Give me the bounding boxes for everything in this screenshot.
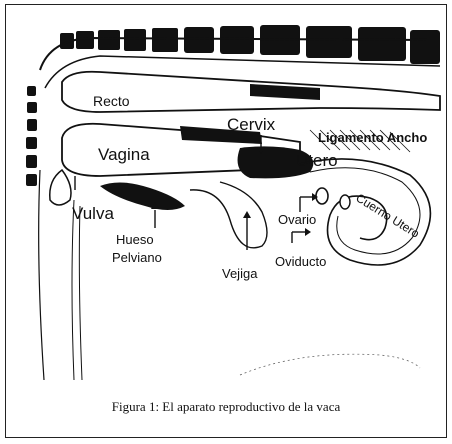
label-utero: Utero	[296, 151, 338, 170]
label-ligamento-ancho: Ligamento Ancho	[318, 130, 427, 145]
label-vejiga: Vejiga	[222, 266, 258, 281]
spine	[60, 25, 440, 64]
label-cuerno-utero: Cuerno Utero	[353, 191, 422, 241]
label-cervix: Cervix	[227, 115, 276, 134]
label-oviducto: Oviducto	[275, 254, 326, 269]
vulva	[50, 170, 71, 205]
label-hueso: Hueso	[116, 232, 154, 247]
uterine-horn	[300, 159, 430, 265]
figure-caption: Figura 1: El aparato reproductivo de la …	[0, 399, 452, 415]
bladder	[190, 182, 267, 248]
ovary	[316, 188, 328, 204]
label-ovario: Ovario	[278, 212, 316, 227]
body-outline	[39, 170, 44, 380]
label-vulva: Vulva	[72, 204, 114, 223]
label-vagina: Vagina	[98, 145, 150, 164]
label-recto: Recto	[93, 93, 130, 109]
label-pelviano: Pelviano	[112, 250, 162, 265]
tail-vertebrae	[26, 86, 37, 186]
